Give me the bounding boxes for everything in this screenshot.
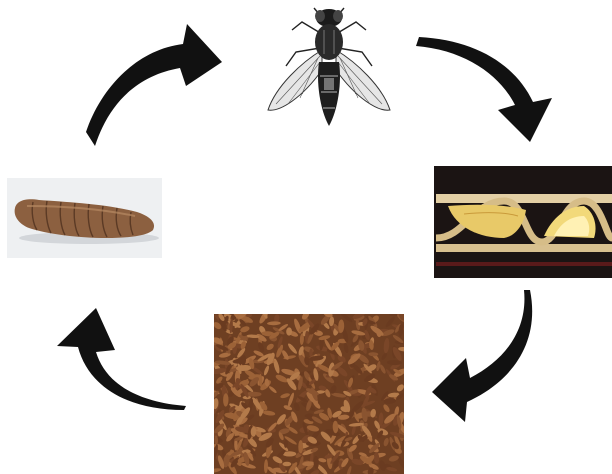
egg-clutch-icon (434, 166, 612, 278)
eggs-stage (434, 166, 612, 278)
adult-fly-stage (262, 0, 396, 130)
adult-fly-icon (262, 0, 396, 130)
larvae-stage (214, 314, 404, 474)
arrow-adult-to-eggs (416, 37, 552, 142)
arrow-prepupa-to-adult (86, 24, 222, 146)
prepupa-larva-icon (7, 178, 162, 258)
arrow-eggs-to-larvae (432, 290, 532, 422)
prepupa-stage (7, 178, 162, 258)
arrow-larvae-to-prepupa (57, 308, 186, 410)
larvae-mass-icon (214, 314, 404, 474)
